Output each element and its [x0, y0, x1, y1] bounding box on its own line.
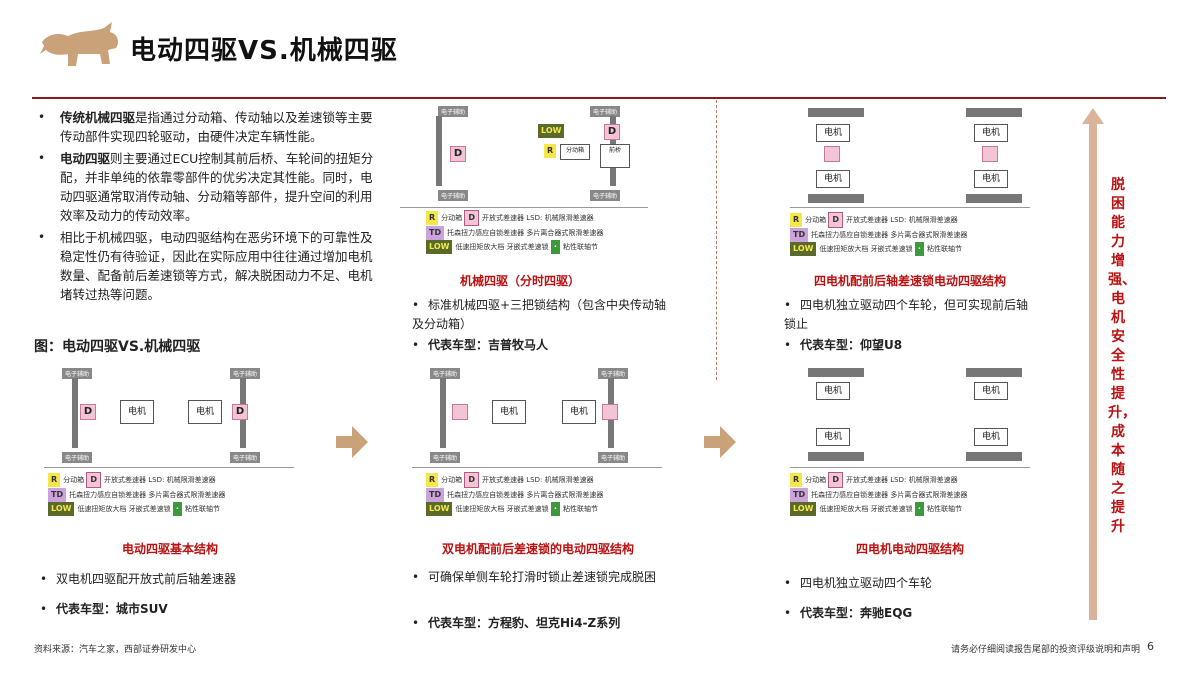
source-note: 资料来源：汽车之家，西部证券研发中心 [34, 645, 197, 655]
caption-quad: 四电机电动四驱结构 [855, 542, 964, 556]
lock-icon [982, 146, 998, 162]
differential-icon: D [450, 146, 466, 162]
differential-icon: D [604, 124, 620, 140]
diagram-basic: 电子辅助 电子辅助 D 电机 电机 D 电子辅助 电子辅助 [44, 364, 294, 468]
caption-dual: 双电机配前后差速锁的电动四驱结构 [441, 542, 634, 556]
diagram-mechanical: 电子辅助 电子辅助 D D LOW R 分动箱 前桥 电子辅助 电子辅助 [400, 104, 648, 208]
diagram-quad: 电机 电机 电机 电机 [790, 364, 1030, 468]
lock-icon [824, 146, 840, 162]
figure-caption: 图：电动四驱VS.机械四驱 [34, 339, 201, 355]
lock-icon [452, 404, 468, 420]
motor-box: 电机 [974, 124, 1008, 142]
header-rule [32, 97, 1166, 99]
diagram-four-lock: 电机 电机 电机 电机 [790, 104, 1030, 208]
motor-box: 电机 [816, 124, 850, 142]
divider [716, 100, 717, 380]
page-title: 电动四驱VS.机械四驱 [130, 36, 398, 66]
caption-basic: 电动四驱基本结构 [121, 542, 218, 556]
basic-model: •代表车型：城市SUV [40, 602, 168, 616]
motor-box: 电机 [120, 400, 154, 424]
diagram-dual: 电子辅助 电子辅助 电机 电机 电子辅助 电子辅助 [412, 364, 662, 468]
basic-bullet: •双电机四驱配开放式前后轴差速器 [40, 572, 237, 586]
mech-model: •代表车型：吉普牧马人 [412, 338, 549, 352]
right-arrow-icon [704, 426, 736, 458]
dual-bullet: •可确保单侧车轮打滑时锁止差速锁完成脱困 [412, 570, 657, 584]
up-arrow-icon [1082, 108, 1104, 620]
aux-tag: 电子辅助 [590, 106, 621, 117]
page-number: 6 [1147, 640, 1154, 653]
lock-icon [602, 404, 618, 420]
caption-four-lock: 四电机配前后轴差速锁电动四驱结构 [813, 274, 1006, 288]
trend-label: 脱困能力增强、电机安全性提升，成本随之提升 [1108, 177, 1136, 535]
bullet-mechanical: 传统机械四驱是指通过分动箱、传动轴以及差速锁等主要传动部件实现四轮驱动，由硬件决… [34, 108, 374, 146]
right-arrow-icon [336, 426, 368, 458]
dual-model: •代表车型：方程豹、坦克Hi4-Z系列 [412, 616, 621, 630]
quad-model: •代表车型：奔驰EQG [784, 606, 913, 620]
four-lock-model: •代表车型：仰望U8 [784, 338, 903, 352]
quad-bullet: •四电机独立驱动四个车轮 [784, 576, 933, 590]
motor-box: 电机 [188, 400, 222, 424]
intro-bullets: 传统机械四驱是指通过分动箱、传动轴以及差速锁等主要传动部件实现四轮驱动，由硬件决… [34, 108, 374, 307]
four-lock-bullet: •四电机独立驱动四个车轮，但可实现前后轴锁止 [784, 298, 1029, 331]
bullet-comparison: 相比于机械四驱，电动四驱结构在恶劣环境下的可靠性及稳定性仍有待验证，因此在实际应… [34, 228, 374, 304]
transfer-case: 分动箱 [560, 144, 590, 160]
bull-logo-icon [40, 22, 118, 66]
disclaimer: 请务必仔细阅读报告尾部的投资评级说明和声明 [950, 645, 1140, 655]
mech-bullet: •标准机械四驱+三把锁结构（包含中央传动轴及分动箱） [412, 298, 667, 331]
front-diff: 前桥 [600, 144, 630, 168]
bullet-electric: 电动四驱则主要通过ECU控制其前后桥、车轮间的扭矩分配，并非单纯的依靠零部件的优… [34, 149, 374, 225]
caption-mechanical: 机械四驱（分时四驱） [459, 274, 580, 288]
aux-tag: 电子辅助 [438, 106, 469, 117]
